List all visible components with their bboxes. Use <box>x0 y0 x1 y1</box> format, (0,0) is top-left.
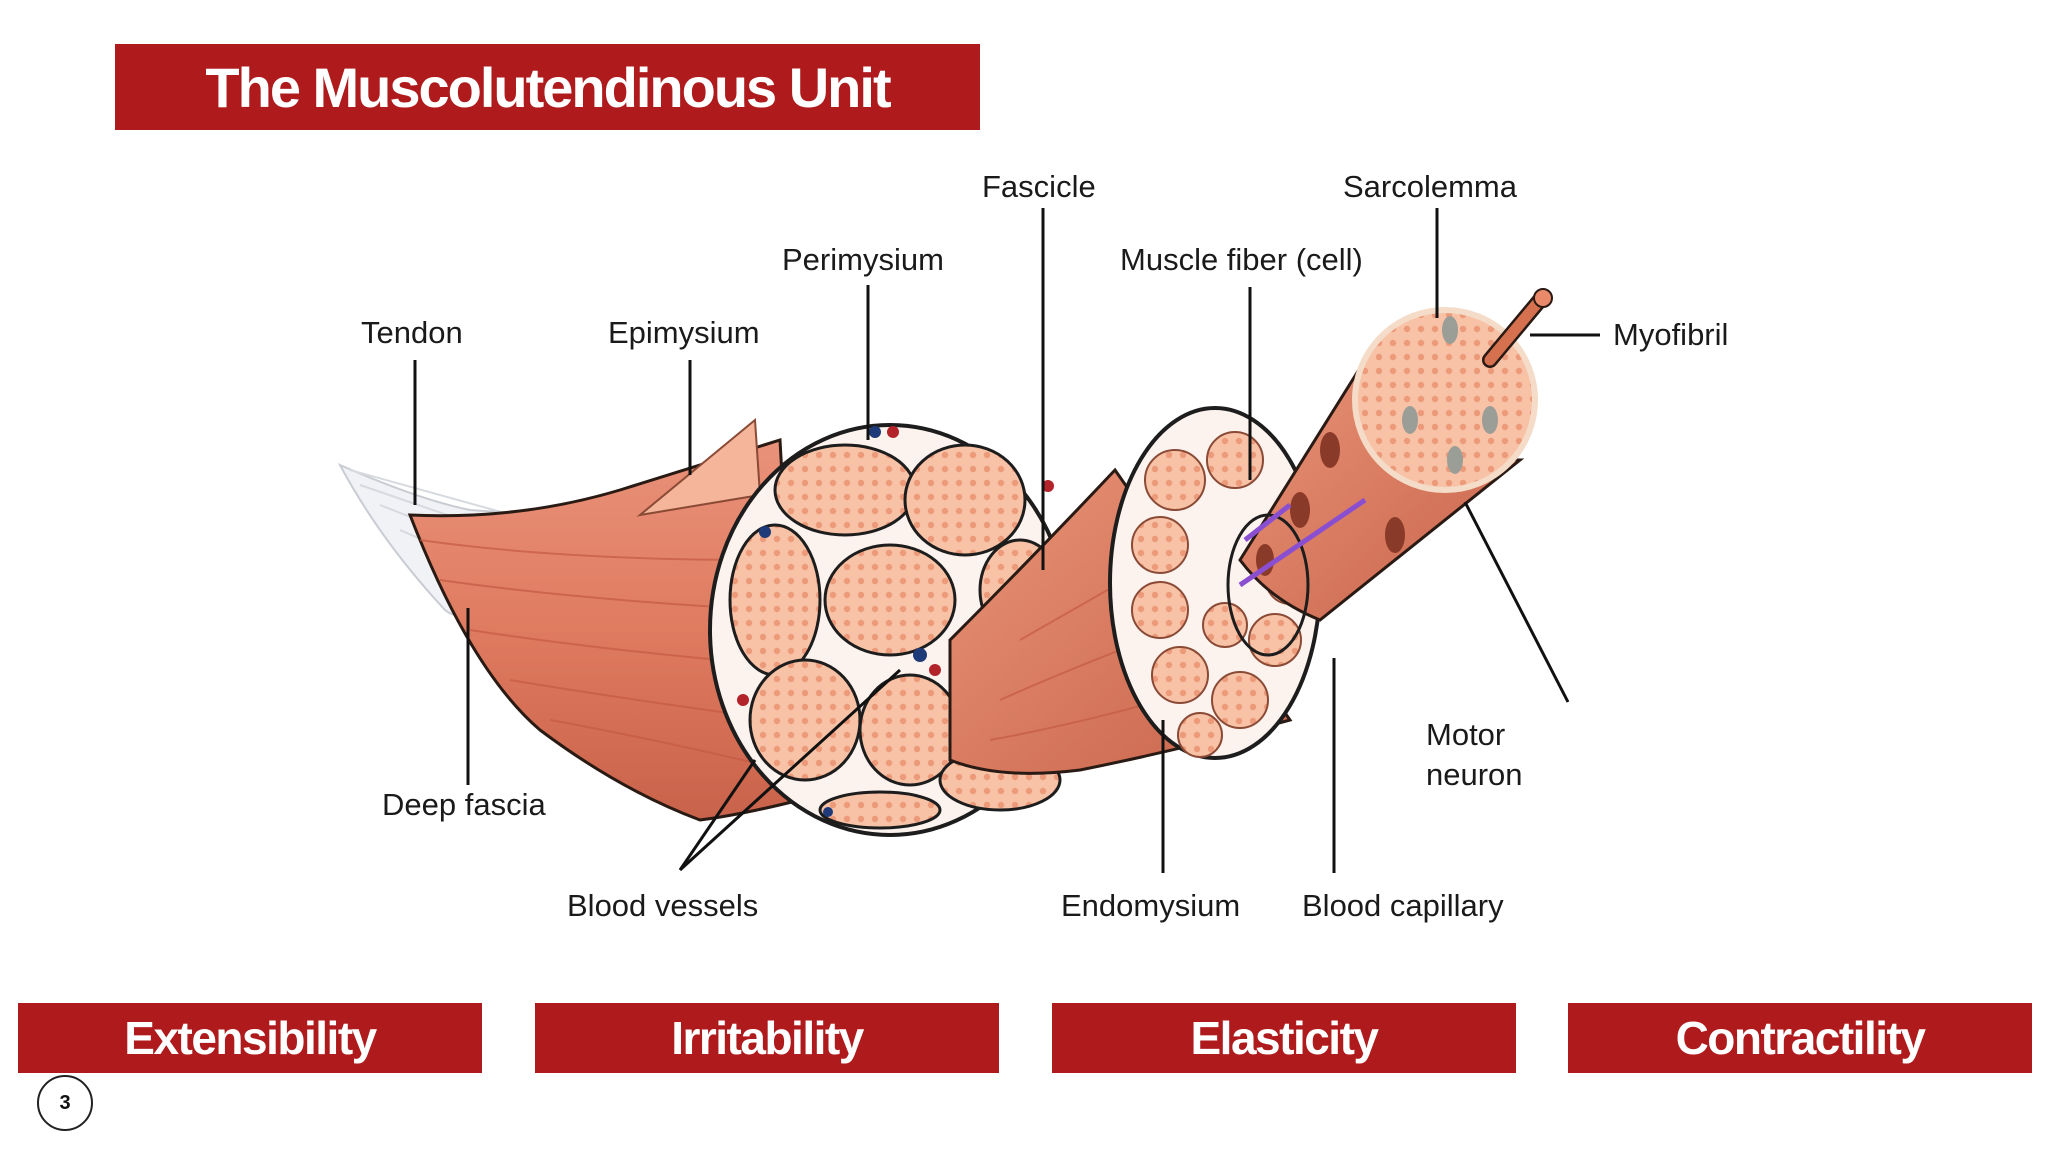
page-number: 3 <box>37 1075 93 1131</box>
label-perimysium: Perimysium <box>782 242 944 277</box>
page-title: The Muscolutendinous Unit <box>115 44 980 130</box>
label-fascicle: Fascicle <box>982 169 1096 204</box>
label-tendon: Tendon <box>361 315 463 350</box>
label-deep-fascia: Deep fascia <box>382 787 546 822</box>
label-endomysium: Endomysium <box>1061 888 1241 923</box>
label-sarcolemma: Sarcolemma <box>1343 169 1517 204</box>
label-blood-vessels: Blood vessels <box>567 888 759 923</box>
property-extensibility: Extensibility <box>18 1003 482 1073</box>
fascicle-cross-section <box>1108 406 1322 760</box>
muscle-belly <box>407 417 802 822</box>
label-motor-neuron-line1: Motor <box>1426 717 1506 752</box>
property-irritability: Irritability <box>535 1003 999 1073</box>
fiber-cross-section <box>1352 288 1553 493</box>
muscle-cross-section <box>708 423 1072 837</box>
property-contractility: Contractility <box>1568 1003 2032 1073</box>
label-myofibril: Myofibril <box>1613 317 1729 352</box>
label-blood-capillary: Blood capillary <box>1302 888 1504 923</box>
label-motor-neuron-line2: neuron <box>1426 757 1523 792</box>
property-elasticity: Elasticity <box>1052 1003 1516 1073</box>
leader-lines <box>413 208 1600 873</box>
label-muscle-fiber: Muscle fiber (cell) <box>1120 242 1363 277</box>
label-epimysium: Epimysium <box>608 315 760 350</box>
